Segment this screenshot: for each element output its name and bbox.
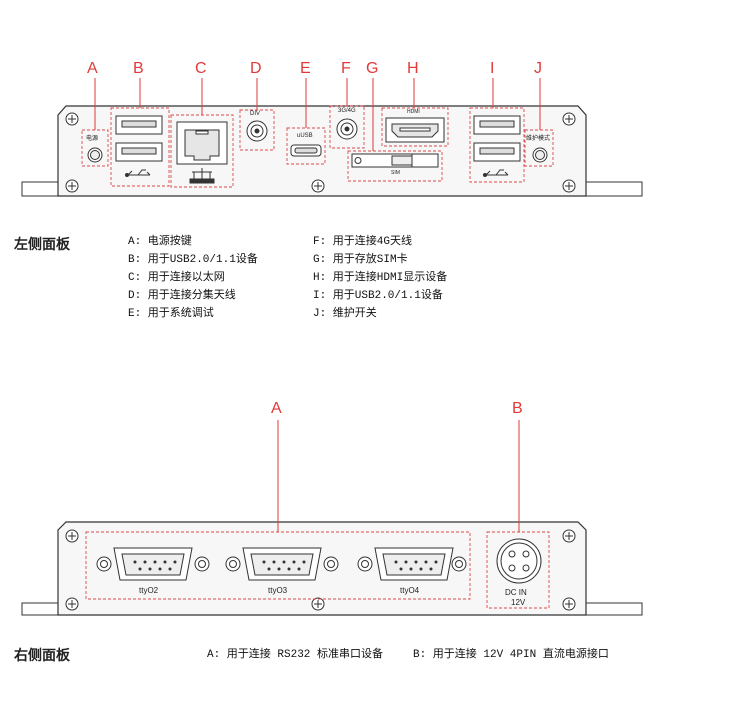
hdmi-port-icon xyxy=(385,117,445,143)
callout-d: D xyxy=(250,60,262,77)
callout-b: B xyxy=(133,60,144,77)
label-tty3: ttyO3 xyxy=(268,586,288,595)
left-panel-title: 左侧面板 xyxy=(14,237,70,253)
desc-d: D: 用于连接分集天线 xyxy=(128,290,236,302)
label-3g4g: 3G/4G xyxy=(338,108,356,114)
label-power: 电源 xyxy=(86,136,99,142)
maintenance-switch-icon xyxy=(532,147,548,163)
sim-slot-icon xyxy=(351,153,439,168)
callout-h: H xyxy=(407,60,419,77)
callout-right-a: A xyxy=(271,400,282,417)
desc-h: H: 用于连接HDMI显示设备 xyxy=(313,272,448,284)
left-callouts: A B C D E F G H I J xyxy=(0,0,746,80)
callout-right-b: B xyxy=(512,400,523,417)
db9-serial-port-icon xyxy=(96,547,210,581)
micro-usb-port-icon xyxy=(290,144,322,157)
left-panel-drawing xyxy=(21,78,643,197)
desc-e: E: 用于系统调试 xyxy=(128,308,214,320)
desc-a: A: 电源按键 xyxy=(128,236,192,248)
left-desc-col1: A: 电源按键 B: 用于USB2.0/1.1设备 C: 用于连接以太网 D: … xyxy=(128,233,258,323)
desc-b: B: 用于USB2.0/1.1设备 xyxy=(128,254,258,266)
right-panel-title: 右侧面板 xyxy=(14,648,70,664)
label-12v: 12V xyxy=(511,598,526,607)
screw-icon xyxy=(65,112,576,193)
usb-port-icon xyxy=(473,115,521,177)
callout-e: E xyxy=(300,60,311,77)
callout-j: J xyxy=(534,60,542,77)
power-button-icon xyxy=(87,147,103,163)
desc-g: G: 用于存放SIM卡 xyxy=(313,254,408,266)
callout-a: A xyxy=(87,60,98,77)
right-panel-drawing xyxy=(21,420,643,616)
db9-serial-port-icon xyxy=(357,547,467,581)
ethernet-port-icon xyxy=(176,121,228,184)
right-desc-b: B: 用于连接 12V 4PIN 直流电源接口 xyxy=(413,649,609,661)
left-desc-col2: F: 用于连接4G天线 G: 用于存放SIM卡 H: 用于连接HDMI显示设备 … xyxy=(313,233,447,323)
antenna-connector-icon xyxy=(336,118,358,140)
desc-j: J: 维护开关 xyxy=(313,308,377,320)
label-sim: SIM xyxy=(391,170,400,176)
label-tty4: ttyO4 xyxy=(400,586,420,595)
desc-c: C: 用于连接以太网 xyxy=(128,272,225,284)
label-div: DIV xyxy=(250,111,261,117)
callout-c: C xyxy=(195,60,207,77)
label-mode: 维护模式 xyxy=(526,136,551,142)
label-tty2: ttyO2 xyxy=(139,586,159,595)
callout-f: F xyxy=(341,60,351,77)
desc-i: I: 用于USB2.0/1.1设备 xyxy=(313,290,443,302)
antenna-connector-icon xyxy=(246,120,268,142)
right-desc-a: A: 用于连接 RS232 标准串口设备 xyxy=(207,649,384,661)
desc-f: F: 用于连接4G天线 xyxy=(313,236,413,248)
callout-i: I xyxy=(490,60,495,77)
label-dcin: DC IN xyxy=(505,588,527,597)
dc-power-connector-icon xyxy=(496,538,542,584)
callout-g: G xyxy=(366,60,379,77)
label-hdmi: HDMI xyxy=(407,109,420,115)
usb-port-icon xyxy=(115,115,163,177)
screw-icon xyxy=(65,529,576,611)
db9-serial-port-icon xyxy=(225,547,339,581)
label-uusb: uUSB xyxy=(297,133,313,139)
